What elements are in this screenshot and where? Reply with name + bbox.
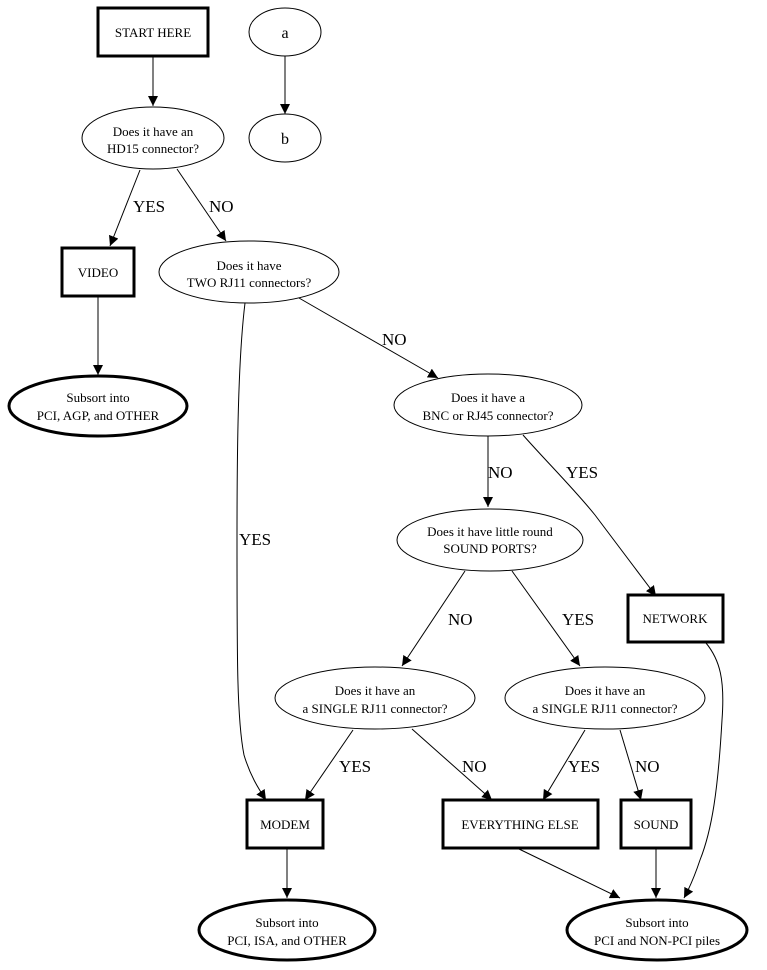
- edges: [93, 56, 724, 899]
- node-q-hd15-line2: HD15 connector?: [107, 141, 199, 156]
- node-subsort-modem: Subsort into PCI, ISA, and OTHER: [197, 898, 377, 962]
- edge-soundports-to-singleleft-no: [401, 570, 466, 667]
- node-everything-else: EVERYTHING ELSE: [441, 798, 600, 850]
- edge-everything-to-subsort: [518, 848, 621, 899]
- node-q-bnc-line1: Does it have a: [451, 390, 525, 405]
- edge-network-to-subsort: [683, 642, 724, 899]
- node-q-single-left-line1: Does it have an: [335, 683, 416, 698]
- node-q-single-right-line2: a SINGLE RJ11 connector?: [532, 701, 677, 716]
- node-q-two-rj11-line1: Does it have: [217, 258, 282, 273]
- edge-label-tworj11-yes: YES: [239, 530, 271, 549]
- edge-label-tworj11-no: NO: [382, 330, 407, 349]
- node-q-hd15-line1: Does it have an: [113, 124, 194, 139]
- edge-label-bnc-yes: YES: [566, 463, 598, 482]
- node-q-single-left: Does it have an a SINGLE RJ11 connector?: [274, 666, 476, 730]
- edge-singleleft-to-modem-yes: [304, 729, 354, 801]
- node-modem-label: MODEM: [260, 817, 310, 832]
- edge-tworj11-to-bnc-no: [298, 297, 439, 379]
- edge-label-soundports-yes: YES: [562, 610, 594, 629]
- node-a-label: a: [281, 25, 288, 42]
- edge-label-singleright-yes: YES: [568, 757, 600, 776]
- node-q-single-right: Does it have an a SINGLE RJ11 connector?: [504, 666, 706, 730]
- edge-label-hd15-yes: YES: [133, 197, 165, 216]
- edge-label-singleleft-yes: YES: [339, 757, 371, 776]
- edge-label-soundports-no: NO: [448, 610, 473, 629]
- node-start-label: START HERE: [115, 25, 191, 40]
- node-video-label: VIDEO: [78, 265, 118, 280]
- node-subsort-pci: Subsort into PCI and NON-PCI piles: [565, 898, 749, 962]
- edge-singleright-to-sound-no: [619, 729, 643, 801]
- node-modem: MODEM: [245, 798, 325, 850]
- edge-singleright-to-everything-yes: [542, 729, 586, 801]
- edge-bnc-to-network-yes: [522, 434, 657, 597]
- node-q-bnc-line2: BNC or RJ45 connector?: [422, 408, 553, 423]
- node-q-bnc: Does it have a BNC or RJ45 connector?: [393, 373, 583, 437]
- node-start: START HERE: [96, 6, 210, 58]
- node-q-two-rj11-line2: TWO RJ11 connectors?: [187, 275, 312, 290]
- edge-hd15-to-video-yes: [109, 169, 141, 247]
- node-q-sound-ports: Does it have little round SOUND PORTS?: [396, 508, 584, 572]
- node-video: VIDEO: [60, 246, 136, 298]
- node-b-label: b: [281, 131, 289, 148]
- node-q-sound-ports-line2: SOUND PORTS?: [443, 541, 537, 556]
- edge-hd15-to-tworj11-no: [176, 168, 227, 242]
- node-everything-else-label: EVERYTHING ELSE: [461, 817, 578, 832]
- node-subsort-video-line1: Subsort into: [66, 390, 129, 405]
- node-network-label: NETWORK: [643, 611, 709, 626]
- edge-label-hd15-no: NO: [209, 197, 234, 216]
- node-network: NETWORK: [626, 593, 725, 644]
- node-subsort-video-line2: PCI, AGP, and OTHER: [37, 408, 160, 423]
- node-q-hd15: Does it have an HD15 connector?: [81, 106, 225, 170]
- edge-tworj11-to-modem-yes: [236, 302, 267, 801]
- edge-label-singleright-no: NO: [635, 757, 660, 776]
- node-q-single-right-line1: Does it have an: [565, 683, 646, 698]
- node-q-sound-ports-line1: Does it have little round: [427, 524, 553, 539]
- node-subsort-modem-line2: PCI, ISA, and OTHER: [227, 933, 347, 948]
- node-subsort-pci-line1: Subsort into: [625, 915, 688, 930]
- node-a: a: [248, 7, 322, 57]
- node-b: b: [248, 113, 322, 163]
- node-subsort-pci-line2: PCI and NON-PCI piles: [594, 933, 720, 948]
- edge-labels: YES NO YES NO NO YES NO YES YES NO YES N…: [133, 197, 660, 776]
- edge-singleleft-to-everything-no: [411, 728, 493, 801]
- node-sound-label: SOUND: [634, 817, 679, 832]
- node-subsort-video: Subsort into PCI, AGP, and OTHER: [7, 374, 189, 438]
- node-subsort-modem-line1: Subsort into: [255, 915, 318, 930]
- node-q-two-rj11: Does it have TWO RJ11 connectors?: [158, 240, 340, 304]
- edge-label-singleleft-no: NO: [462, 757, 487, 776]
- edge-soundports-to-singleright-yes: [511, 570, 581, 667]
- node-q-single-left-line2: a SINGLE RJ11 connector?: [302, 701, 447, 716]
- node-sound: SOUND: [619, 798, 693, 850]
- edge-label-bnc-no: NO: [488, 463, 513, 482]
